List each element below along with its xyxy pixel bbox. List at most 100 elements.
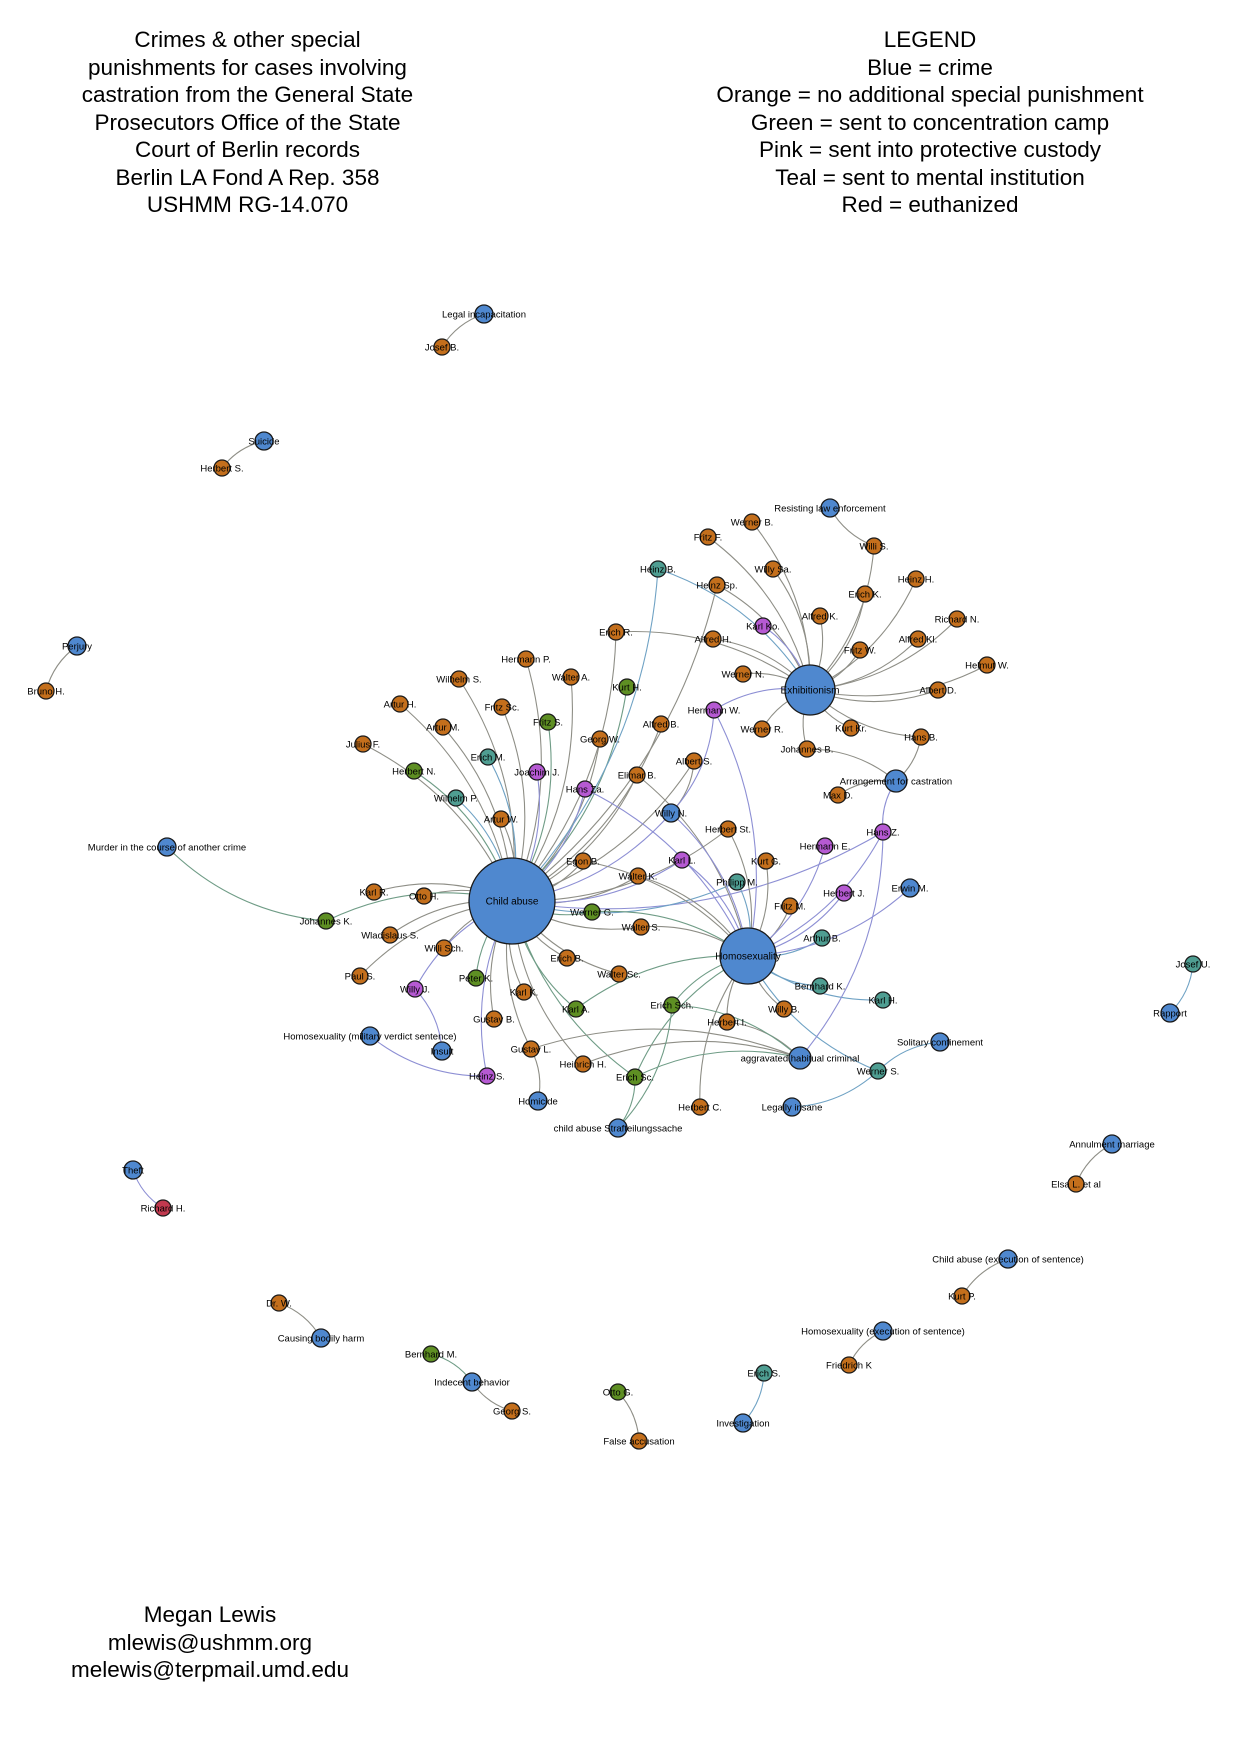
node-circle[interactable] — [629, 867, 647, 885]
node-erich-sch[interactable]: Erich Sch. — [650, 996, 694, 1014]
node-circle[interactable] — [154, 1199, 172, 1217]
node-wilhelm-s[interactable]: Wilhelm S. — [436, 670, 482, 688]
node-willy-n[interactable]: Willy N. — [655, 803, 687, 823]
node-circle[interactable] — [447, 789, 465, 807]
node-circle[interactable] — [784, 664, 836, 716]
node-circle[interactable] — [978, 656, 996, 674]
node-circle[interactable] — [813, 929, 831, 947]
node-richard-h[interactable]: Richard H. — [141, 1199, 186, 1217]
node-circle[interactable] — [528, 763, 546, 781]
node-circle[interactable] — [558, 949, 576, 967]
node-circle[interactable] — [37, 682, 55, 700]
node-hans-b[interactable]: Hans B. — [904, 728, 938, 746]
node-legally-insane[interactable]: Legally insane — [762, 1097, 823, 1117]
node-hermann-e[interactable]: Hermann E. — [800, 837, 851, 855]
node-circle[interactable] — [900, 878, 920, 898]
node-circle[interactable] — [485, 1010, 503, 1028]
node-walter-k[interactable]: Walter K. — [619, 867, 658, 885]
node-hans-za[interactable]: Hans Za. — [566, 780, 605, 798]
node-fritz-sc[interactable]: Fritz Sc. — [485, 698, 520, 716]
node-circle[interactable] — [317, 912, 335, 930]
node-karl-ko[interactable]: Karl Ko. — [746, 617, 780, 635]
node-willy-j[interactable]: Willy J. — [400, 980, 430, 998]
node-erich-k[interactable]: Erich K. — [848, 585, 882, 603]
node-circle[interactable] — [503, 1402, 521, 1420]
node-egon-b[interactable]: Egon B. — [566, 852, 600, 870]
node-agg[interactable]: aggravated habitual criminal — [741, 1046, 860, 1070]
node-circle[interactable] — [576, 780, 594, 798]
node-insult[interactable]: Insult — [431, 1041, 454, 1061]
node-walter-a[interactable]: Walter A. — [552, 668, 590, 686]
node-circle[interactable] — [661, 803, 681, 823]
node-hans-z[interactable]: Hans Z. — [866, 823, 900, 841]
node-otto-h[interactable]: Otto H. — [409, 887, 439, 905]
node-false-acc[interactable]: False accusation — [603, 1432, 675, 1450]
node-circle[interactable] — [539, 713, 557, 731]
node-circle[interactable] — [764, 560, 782, 578]
node-circle[interactable] — [574, 852, 592, 870]
node-circle[interactable] — [474, 304, 494, 324]
node-karl-r[interactable]: Karl R. — [359, 883, 389, 901]
node-circle[interactable] — [406, 980, 424, 998]
node-perjury[interactable]: Perjury — [62, 636, 92, 656]
node-circle[interactable] — [435, 939, 453, 957]
node-homo-exec[interactable]: Homosexuality (execution of sentence) — [801, 1321, 965, 1341]
node-circle[interactable] — [67, 636, 87, 656]
node-circle[interactable] — [630, 1432, 648, 1450]
node-circle[interactable] — [618, 678, 636, 696]
node-werner-g[interactable]: Werner G. — [570, 903, 614, 921]
node-werner-r[interactable]: Werner R. — [740, 720, 784, 738]
node-circle[interactable] — [610, 965, 628, 983]
node-friedrich-k[interactable]: Friedrich K — [826, 1356, 873, 1374]
node-circle[interactable] — [1102, 1134, 1122, 1154]
node-circle[interactable] — [691, 1098, 709, 1116]
node-homo-mil[interactable]: Homosexuality (military verdict sentence… — [283, 1026, 457, 1046]
node-heinz-sp[interactable]: Heinz Sp. — [696, 576, 738, 594]
node-herbert-c[interactable]: Herbert C. — [678, 1098, 722, 1116]
node-circle[interactable] — [929, 681, 947, 699]
node-circle[interactable] — [775, 1000, 793, 1018]
node-willi-sch[interactable]: Willi Sch. — [424, 939, 464, 957]
node-circle[interactable] — [811, 977, 829, 995]
node-legal-incap[interactable]: Legal incapacitation — [442, 304, 526, 324]
node-circle[interactable] — [157, 837, 177, 857]
node-murder[interactable]: Murder in the course of another crime — [88, 837, 246, 857]
node-arthur-b[interactable]: Arthur B. — [803, 929, 841, 947]
node-suicide[interactable]: Suicide — [248, 431, 280, 451]
node-alfred-h[interactable]: Alfred H. — [695, 630, 732, 648]
node-fritz-w[interactable]: Fritz W. — [844, 641, 876, 659]
node-werner-n[interactable]: Werner N. — [721, 665, 765, 683]
node-philipp-m[interactable]: Philipp M. — [716, 873, 758, 891]
node-hermann-p[interactable]: Hermann P. — [501, 650, 551, 668]
node-circle[interactable] — [704, 630, 722, 648]
node-herbert-s[interactable]: Herbert S. — [200, 459, 244, 477]
node-circle[interactable] — [478, 1067, 496, 1085]
node-erwin-m[interactable]: Erwin M. — [892, 878, 929, 898]
node-circle[interactable] — [632, 918, 650, 936]
node-circle[interactable] — [354, 735, 372, 753]
node-circle[interactable] — [728, 873, 746, 891]
node-circle[interactable] — [1067, 1175, 1085, 1193]
node-karl-k[interactable]: Karl K. — [510, 983, 539, 1001]
node-circle[interactable] — [391, 695, 409, 713]
node-circle[interactable] — [829, 786, 847, 804]
node-circle[interactable] — [874, 823, 892, 841]
node-circle[interactable] — [351, 967, 369, 985]
node-circle[interactable] — [869, 1062, 887, 1080]
node-circle[interactable] — [811, 607, 829, 625]
node-otto-g[interactable]: Otto G. — [603, 1383, 634, 1401]
node-erich-r[interactable]: Erich R. — [599, 623, 633, 641]
node-werner-s[interactable]: Werner S. — [857, 1062, 900, 1080]
node-karl-h[interactable]: Karl H. — [868, 991, 898, 1009]
node-dr-w[interactable]: Dr. W. — [266, 1294, 292, 1312]
node-circle[interactable] — [753, 720, 771, 738]
node-circle[interactable] — [734, 665, 752, 683]
node-circle[interactable] — [591, 730, 609, 748]
node-werner-b[interactable]: Werner B. — [731, 513, 774, 531]
node-circle[interactable] — [433, 338, 451, 356]
node-circle[interactable] — [1160, 1003, 1180, 1023]
node-heinz-b[interactable]: Heinz B. — [640, 560, 676, 578]
node-circle[interactable] — [782, 1097, 802, 1117]
node-erich-s[interactable]: Erich S. — [747, 1364, 781, 1382]
node-julius-f[interactable]: Julius F. — [346, 735, 380, 753]
